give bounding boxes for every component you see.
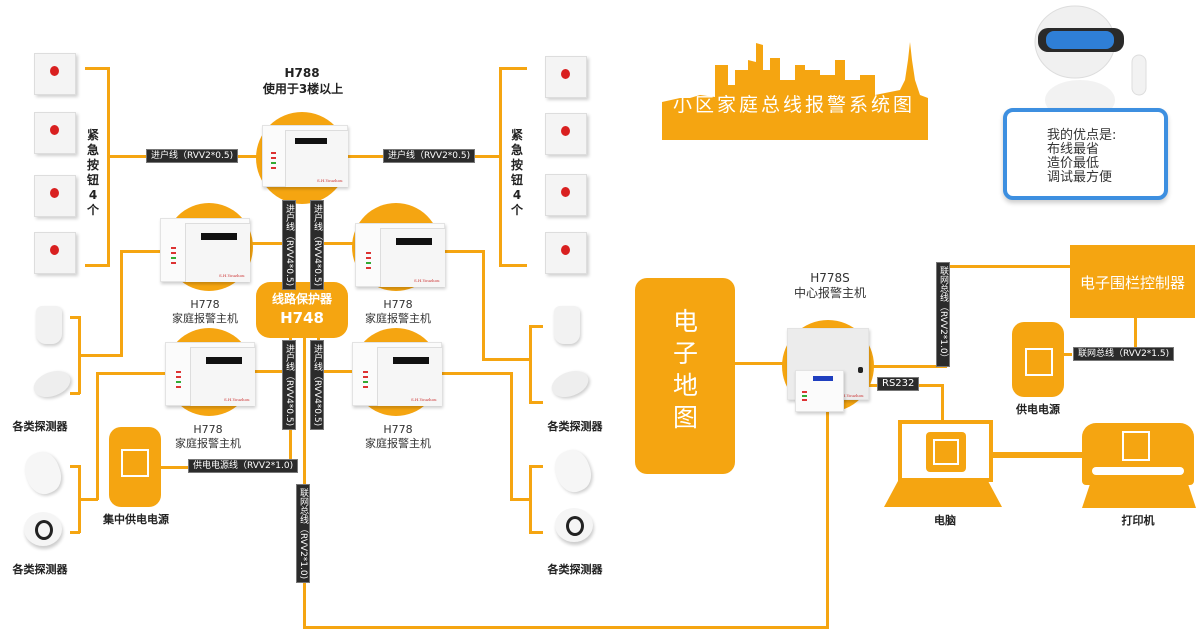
emergency-button (34, 53, 76, 95)
h778-desc: 家庭报警主机 (175, 437, 241, 450)
ceiling-detector-icon (549, 445, 597, 497)
mascot-point: 造价最低 (1047, 156, 1100, 171)
brand-text: S.H.Youzhou (411, 397, 437, 402)
wire-tag: RS232 (877, 377, 920, 391)
brand-text: S.H.Youzhou (414, 278, 440, 283)
printer-base-icon (1082, 484, 1196, 508)
smoke-detector-icon (24, 512, 62, 546)
emap-label: 电子地图 (673, 307, 699, 432)
psu-box (109, 427, 161, 507)
robot-mascot-icon (1034, 5, 1147, 115)
laptop-base-icon (884, 481, 1002, 507)
alarm-panel: S.H.Youzhou (262, 125, 348, 187)
h778-desc: 家庭报警主机 (172, 312, 238, 325)
smoke-detector-icon (555, 508, 593, 542)
alarm-panel: S.H.Youzhou (352, 342, 442, 406)
mascot-sign (1003, 108, 1168, 200)
psu-label: 集中供电电源 (103, 513, 169, 526)
brand-text: S.H.Youzhou (224, 397, 250, 402)
ceiling-detector-icon (19, 447, 67, 499)
wire-tag: 进户线（RVV4*0.5) (282, 200, 296, 291)
wire-tag: 联网总线（RVV2*1.5) (1073, 347, 1175, 361)
protector-name: 线路保护器 (271, 292, 332, 306)
power-logo-icon (1122, 431, 1150, 461)
detectors-label: 各类探测器 (12, 563, 68, 576)
emergency-button (34, 232, 76, 274)
detectors-label: 各类探测器 (12, 420, 68, 433)
brand-text: S.H.Youzhou (317, 178, 343, 183)
power-logo-icon (121, 449, 149, 477)
printer-icon (1082, 423, 1194, 485)
center-desc: 中心报警主机 (793, 286, 866, 300)
power-logo-icon (933, 439, 959, 465)
page-title: 小区家庭总线报警系统图 (672, 94, 915, 116)
alarm-panel: S.H.Youzhou (160, 218, 250, 282)
laptop-screen-icon (898, 420, 993, 482)
h778-desc: 家庭报警主机 (365, 437, 431, 450)
alarm-panel: S.H.Youzhou (355, 223, 445, 287)
mascot-text: 我的优点是: 布线最省 造价最低 调试最方便 (1047, 129, 1116, 185)
brand-text: S.H.Youzhou (219, 273, 245, 278)
computer-label: 电脑 (934, 514, 956, 527)
wire-tag: 进户线（RVV2*0.5) (383, 149, 476, 163)
fence-label: 电子围栏控制器 (1079, 274, 1185, 292)
emergency-button (545, 56, 587, 98)
emergency-button (545, 113, 587, 155)
h788-model: H788 (284, 66, 320, 80)
brand-text: S.H.Youzhou (838, 393, 864, 398)
wire-tag: 联网总线（RVV2*1.0） (936, 262, 950, 367)
h778-model: H778 (193, 423, 223, 436)
emergency-button (34, 175, 76, 217)
detectors-label: 各类探测器 (547, 420, 603, 433)
wire-tag: 联网总线（RVV2*1.0) (296, 484, 310, 584)
alarm-panel: S.H.Youzhou (165, 342, 255, 406)
curtain-detector-icon (548, 366, 592, 402)
protector-model: H748 (280, 309, 324, 327)
center-model: H778S (810, 271, 850, 285)
wire-tag: 进户线（RVV2*0.5) (146, 149, 239, 163)
curtain-detector-icon (30, 366, 74, 402)
wire-tag: 进户线（RVV4*0.5) (310, 340, 324, 431)
psu-label: 供电电源 (1016, 403, 1060, 416)
printer-label: 打印机 (1121, 514, 1155, 527)
power-logo-icon (1025, 348, 1053, 376)
h778-model: H778 (190, 298, 220, 311)
center-keypad (795, 370, 844, 412)
h778-model: H778 (383, 298, 413, 311)
emergency-button (545, 174, 587, 216)
mascot-point: 调试最方便 (1047, 170, 1113, 185)
electronic-fence-controller: 电子围栏控制器 (1070, 245, 1195, 318)
buttons-label: 紧急按钮4个 (86, 128, 99, 217)
h788-desc: 使用于3楼以上 (262, 82, 344, 96)
buttons-label: 紧急按钮4个 (510, 128, 523, 217)
mascot-heading: 我的优点是: (1047, 128, 1117, 143)
skyline-icon (662, 42, 928, 140)
wire-tag: 供电电源线（RVV2*1.0) (188, 459, 299, 473)
detectors-label: 各类探测器 (547, 563, 603, 576)
psu-box (1012, 322, 1064, 397)
emergency-button (34, 112, 76, 154)
wire-tag: 进户线（RVV4*0.5) (310, 200, 324, 291)
pir-detector-icon (36, 306, 62, 344)
h778-desc: 家庭报警主机 (365, 312, 431, 325)
pir-detector-icon (554, 306, 580, 344)
emergency-button (545, 232, 587, 274)
h778-model: H778 (383, 423, 413, 436)
wire-tag: 进户线（RVV4*0.5) (282, 340, 296, 431)
mascot-point: 布线最省 (1047, 142, 1100, 157)
line-protector: 线路保护器 H748 (256, 282, 348, 338)
electronic-map: 电子地图 (635, 278, 735, 474)
